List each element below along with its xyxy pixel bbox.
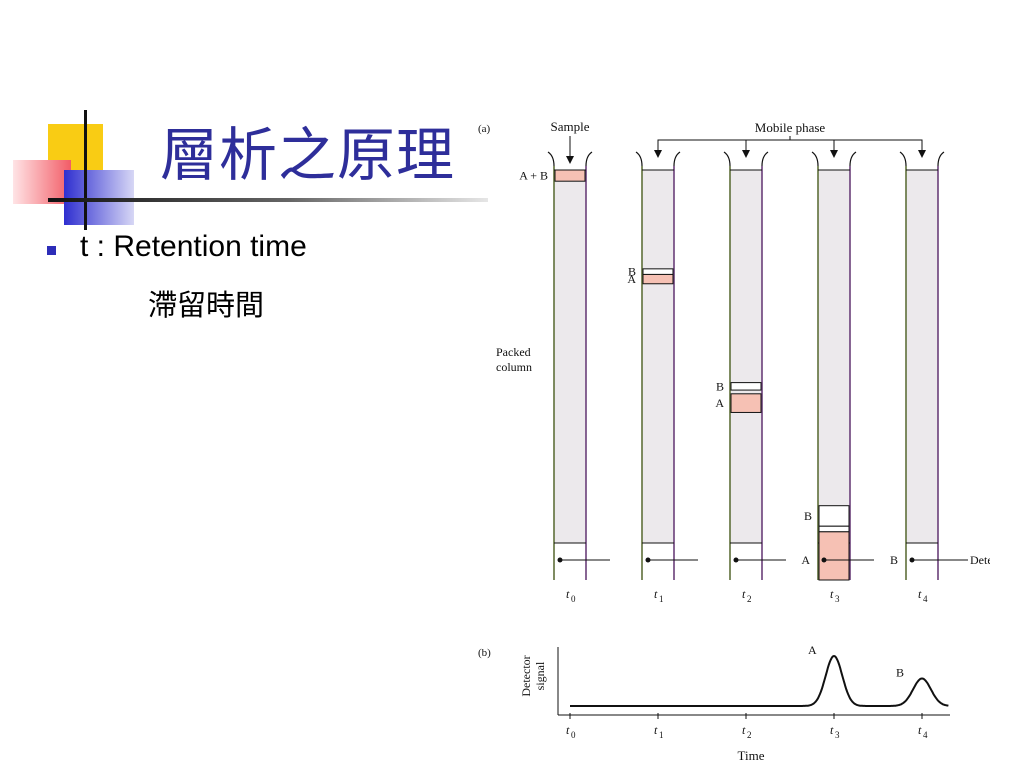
band-label: A	[715, 396, 724, 410]
x-tick-label: t	[654, 723, 658, 737]
column-time-label: t	[742, 587, 746, 601]
mobile-arrowhead-3	[830, 150, 838, 158]
band-label: B	[628, 265, 636, 279]
x-tick-subscript: 4	[923, 730, 928, 740]
band-1-1	[642, 273, 674, 285]
panel-a-label: (a)	[478, 123, 491, 135]
decor-red-square	[13, 160, 71, 204]
column-flare-left	[635, 151, 643, 167]
column-flare-left	[811, 151, 819, 167]
ylabel-line2: signal	[533, 661, 547, 690]
chromatography-figure: (a) Sample Mobile phase Packed column De…	[478, 119, 990, 763]
packed-column-label-line2: column	[496, 360, 532, 374]
detector-band-label: A	[801, 553, 810, 567]
column-time-label: t	[654, 587, 658, 601]
peak-label: B	[896, 666, 904, 680]
column-flare-left	[899, 151, 907, 167]
column-time-label: t	[830, 587, 834, 601]
column-time-label: t	[566, 587, 570, 601]
x-tick-subscript: 3	[835, 730, 840, 740]
detector-label: Detector	[970, 553, 990, 567]
column-flare-right	[585, 151, 593, 167]
column-flare-right	[673, 151, 681, 167]
column-packing	[906, 170, 938, 543]
column-flare-right	[849, 151, 857, 167]
x-tick-subscript: 1	[659, 730, 664, 740]
x-tick-label: t	[742, 723, 746, 737]
band-3-2	[818, 531, 850, 581]
band-3-1	[818, 525, 850, 533]
band-2-0	[730, 382, 762, 391]
sample-label: Sample	[551, 119, 590, 134]
column-time-subscript: 4	[923, 594, 928, 604]
x-tick-label: t	[918, 723, 922, 737]
xlabel: Time	[738, 748, 765, 763]
column-packing	[642, 170, 674, 543]
peak-label: A	[808, 643, 817, 657]
mobile-phase-label: Mobile phase	[755, 120, 826, 135]
band-3-0	[818, 505, 850, 527]
x-tick-subscript: 2	[747, 730, 752, 740]
band-label: B	[804, 509, 812, 523]
column-packing	[730, 170, 762, 543]
detector-signal-curve	[570, 654, 949, 707]
band-0-0	[554, 169, 586, 182]
column-time-subscript: 2	[747, 594, 752, 604]
mobile-phase-bracket	[657, 136, 923, 150]
mobile-arrowhead-2	[742, 150, 750, 158]
band-label: B	[716, 379, 724, 393]
column-flare-left	[723, 151, 731, 167]
band-label: A	[627, 272, 636, 286]
x-tick-label: t	[566, 723, 570, 737]
column-packing	[554, 170, 586, 543]
band-2-1	[730, 393, 762, 413]
column-flare-right	[937, 151, 945, 167]
detector-band-label: B	[890, 553, 898, 567]
decor-vertical-line	[84, 110, 87, 230]
column-flare-right	[761, 151, 769, 167]
slide-title: 層析之原理	[160, 121, 456, 189]
peak-labels-layer: AB	[808, 643, 904, 680]
decor-horizontal-line	[48, 198, 488, 202]
column-flare-left	[547, 151, 555, 167]
x-tick-label: t	[830, 723, 834, 737]
bullet-marker	[47, 246, 56, 255]
x-tick-subscript: 0	[571, 730, 576, 740]
column-time-subscript: 0	[571, 594, 576, 604]
panel-b-label: (b)	[478, 647, 491, 659]
column-time-subscript: 3	[835, 594, 840, 604]
packed-column-label-line1: Packed	[496, 345, 531, 359]
column-time-subscript: 1	[659, 594, 664, 604]
bullet-subtext: 滯留時間	[148, 288, 265, 322]
mobile-arrowhead-1	[654, 150, 662, 158]
bullet-text: t : Retention time	[80, 230, 307, 263]
mobile-arrowhead-4	[918, 150, 926, 158]
column-time-label: t	[918, 587, 922, 601]
ylabel-line1: Detector	[519, 655, 533, 696]
sample-arrowhead	[566, 156, 574, 164]
band-1-0	[642, 268, 674, 275]
decor-blue-square	[64, 170, 134, 225]
column-packing	[818, 170, 850, 543]
band-label: A + B	[519, 169, 548, 183]
